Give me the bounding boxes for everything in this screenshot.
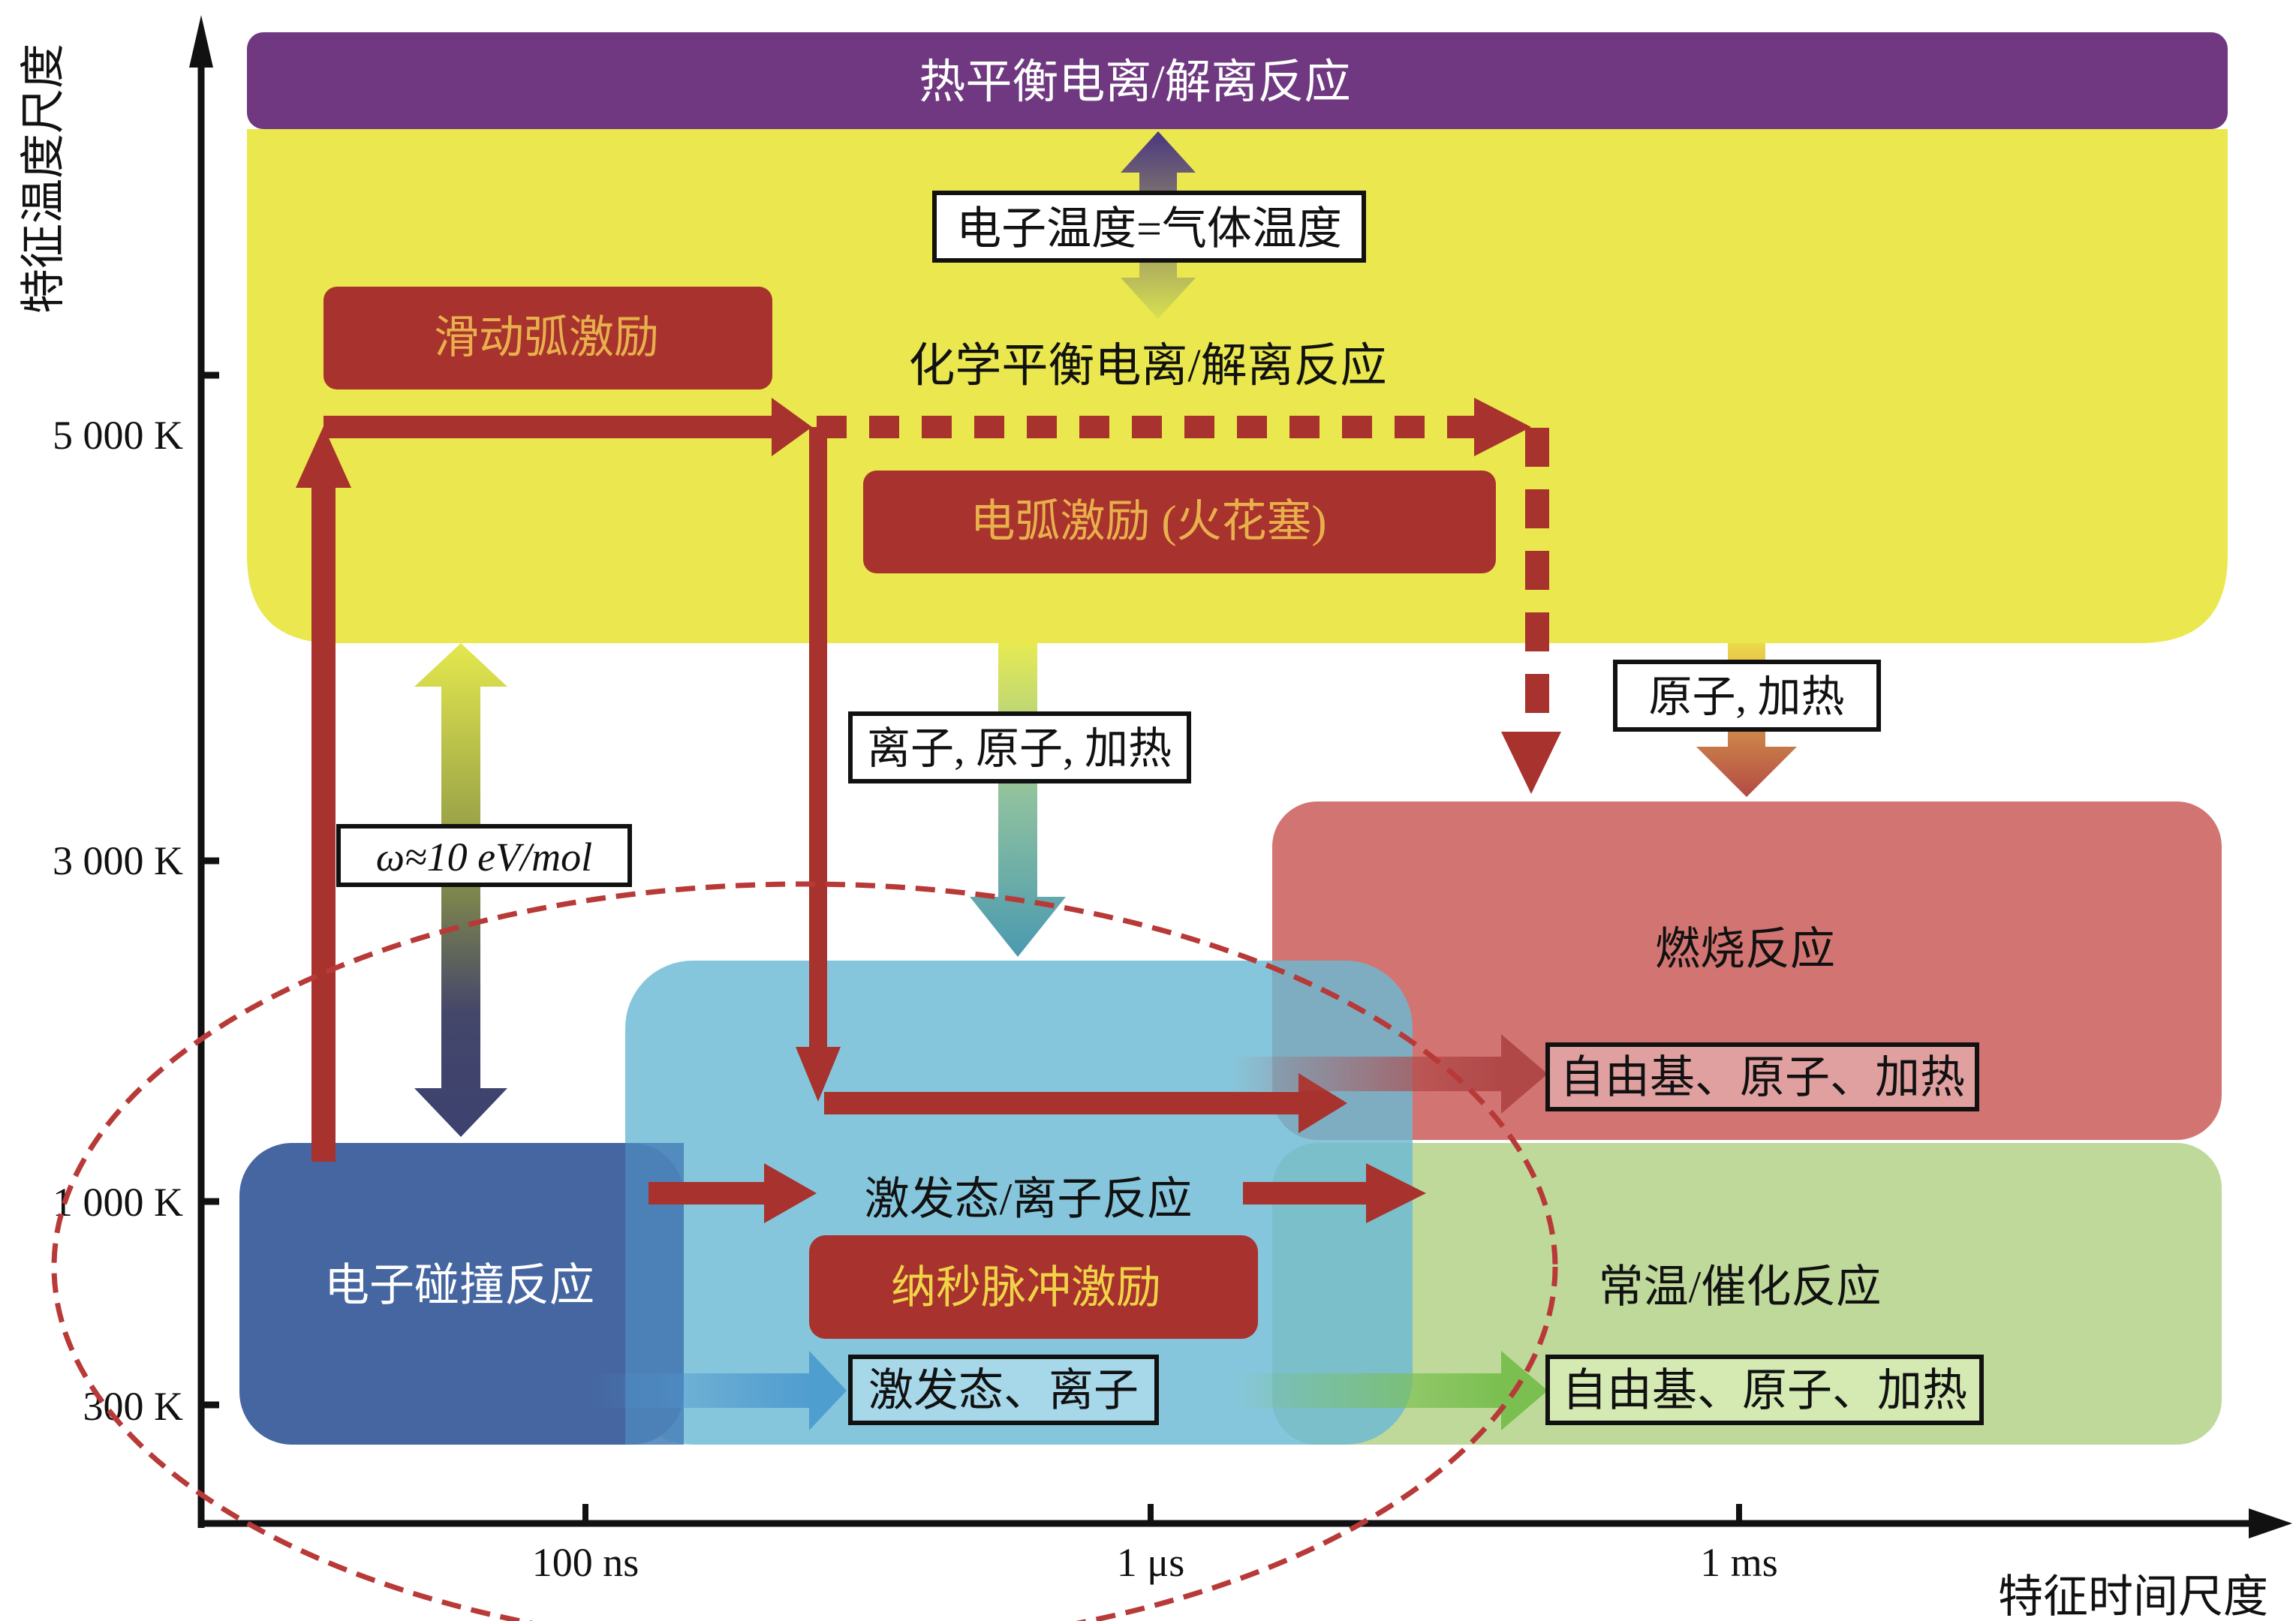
y-axis-label: 特征温度尺度 — [19, 44, 68, 314]
excited-ion-title: 激发态/离子反应 — [865, 1174, 1193, 1224]
omega-double-arrow — [414, 643, 507, 1137]
ions-atoms-heat-arrow — [970, 643, 1066, 957]
ions-atoms-heat-label: 离子, 原子, 加热 — [867, 724, 1172, 773]
omega-label: ω≈10 eV/mol — [376, 835, 592, 880]
electron-collision-region — [239, 1143, 684, 1445]
y-axis — [189, 15, 219, 1528]
room-temp-catalysis-title: 常温/催化反应 — [1599, 1262, 1882, 1312]
temp-equal-label-box: 电子温度=气体温度 — [932, 191, 1366, 263]
x-tick-100ns: 100 ns — [532, 1540, 639, 1585]
x-axis-label: 特征时间尺度 — [1998, 1572, 2268, 1621]
radicals-combustion-label: 自由基、原子、加热 — [1560, 1053, 1965, 1102]
excited-ions-label: 激发态、离子 — [868, 1366, 1139, 1415]
gliding-arc-box: 滑动弧激励 — [323, 287, 772, 389]
excited-ions-label-box: 激发态、离子 — [848, 1355, 1159, 1425]
y-tick-3000k: 3 000 K — [53, 838, 183, 883]
ions-atoms-heat-label-box: 离子, 原子, 加热 — [848, 711, 1191, 783]
y-tick-5000k: 5 000 K — [53, 413, 183, 458]
electron-collision-title: 电子碰撞反应 — [324, 1261, 594, 1310]
radicals-catalysis-label-box: 自由基、原子、加热 — [1545, 1355, 1984, 1425]
x-tick-1ms: 1 ms — [1700, 1540, 1778, 1585]
chemical-equilibrium-region — [247, 129, 2228, 643]
nanosecond-pulse-box: 纳秒脉冲激励 — [809, 1235, 1258, 1339]
thermal-equilibrium-title: 热平衡电离/解离反应 — [919, 57, 1350, 108]
x-axis — [198, 1504, 2292, 1538]
y-tick-1000k: 1 000 K — [53, 1180, 183, 1225]
thermal-equilibrium-region — [247, 32, 2228, 129]
atoms-heat-label: 原子, 加热 — [1648, 672, 1844, 721]
radicals-combustion-label-box: 自由基、原子、加热 — [1545, 1042, 1979, 1111]
y-tick-300k: 300 K — [83, 1384, 184, 1429]
nanosecond-pulse-label: 纳秒脉冲激励 — [891, 1263, 1161, 1313]
x-tick-1us: 1 μs — [1117, 1540, 1184, 1585]
nonequilibrium-highlight-ellipse — [51, 881, 1558, 1621]
temp-equal-label: 电子温度=气体温度 — [956, 204, 1342, 254]
arc-spark-plug-label: 电弧激励 (火花塞) — [970, 497, 1327, 546]
faded-arrow-to-radicals-catalysis — [1231, 1351, 1548, 1430]
combustion-title: 燃烧反应 — [1655, 925, 1835, 974]
atoms-heat-label-box: 原子, 加热 — [1613, 660, 1881, 732]
arc-spark-plug-box: 电弧激励 (火花塞) — [863, 471, 1496, 573]
omega-label-box: ω≈10 eV/mol — [336, 824, 632, 887]
radicals-catalysis-label: 自由基、原子、加热 — [1562, 1366, 1967, 1415]
red-arrow-paths — [296, 398, 1561, 1223]
gliding-arc-label: 滑动弧激励 — [434, 313, 659, 362]
chemical-equilibrium-title: 化学平衡电离/解离反应 — [908, 341, 1386, 392]
faded-arrow-to-excited-ions — [585, 1351, 847, 1430]
